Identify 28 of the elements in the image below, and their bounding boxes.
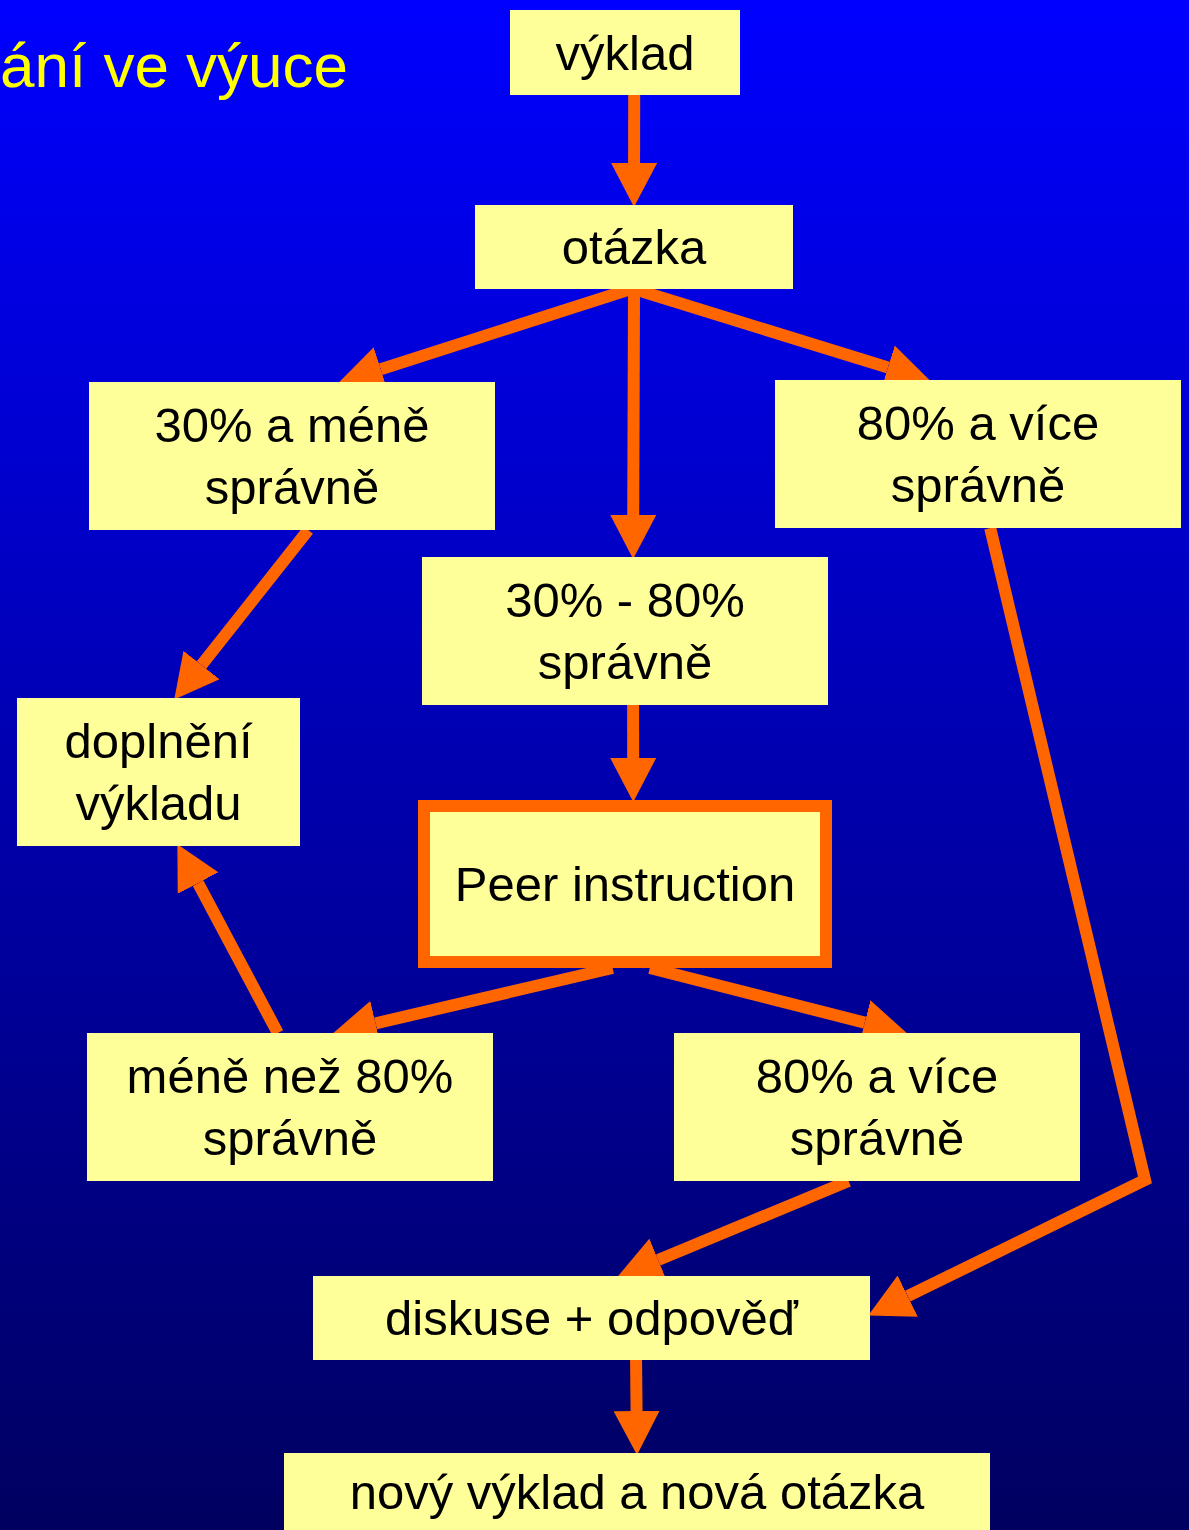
slide-title: ání ve výuce [0, 30, 349, 101]
box-label: výklad [555, 24, 695, 82]
highlighted-process-box [418, 800, 832, 968]
process-box [87, 1033, 493, 1181]
arrow [613, 1359, 660, 1455]
process-box [510, 10, 740, 95]
arrow [610, 705, 657, 802]
box-label: doplnění výkladu [63, 713, 254, 832]
arrow [611, 94, 658, 207]
box-label: otázka [561, 219, 707, 276]
process-box [89, 382, 495, 530]
arrow [610, 288, 657, 559]
box-label: 30% - 80% správně [504, 572, 746, 691]
box-label: 80% a více správně [754, 1048, 1000, 1167]
process-box [775, 380, 1181, 528]
box-label: 80% a více správně [855, 395, 1101, 514]
box-label: Peer instruction [454, 856, 796, 913]
process-box [284, 1453, 990, 1530]
box-label: méně než 80% správně [125, 1048, 455, 1167]
box-label: diskuse + odpověď [385, 1290, 798, 1347]
box-label: nový výklad a nová otázka [349, 1463, 925, 1521]
process-box [475, 205, 793, 289]
process-box [313, 1276, 870, 1360]
arrow [177, 844, 284, 1036]
process-box [422, 557, 828, 705]
process-box [17, 698, 300, 846]
process-box [674, 1033, 1080, 1181]
box-label: 30% a méně správně [153, 397, 431, 516]
